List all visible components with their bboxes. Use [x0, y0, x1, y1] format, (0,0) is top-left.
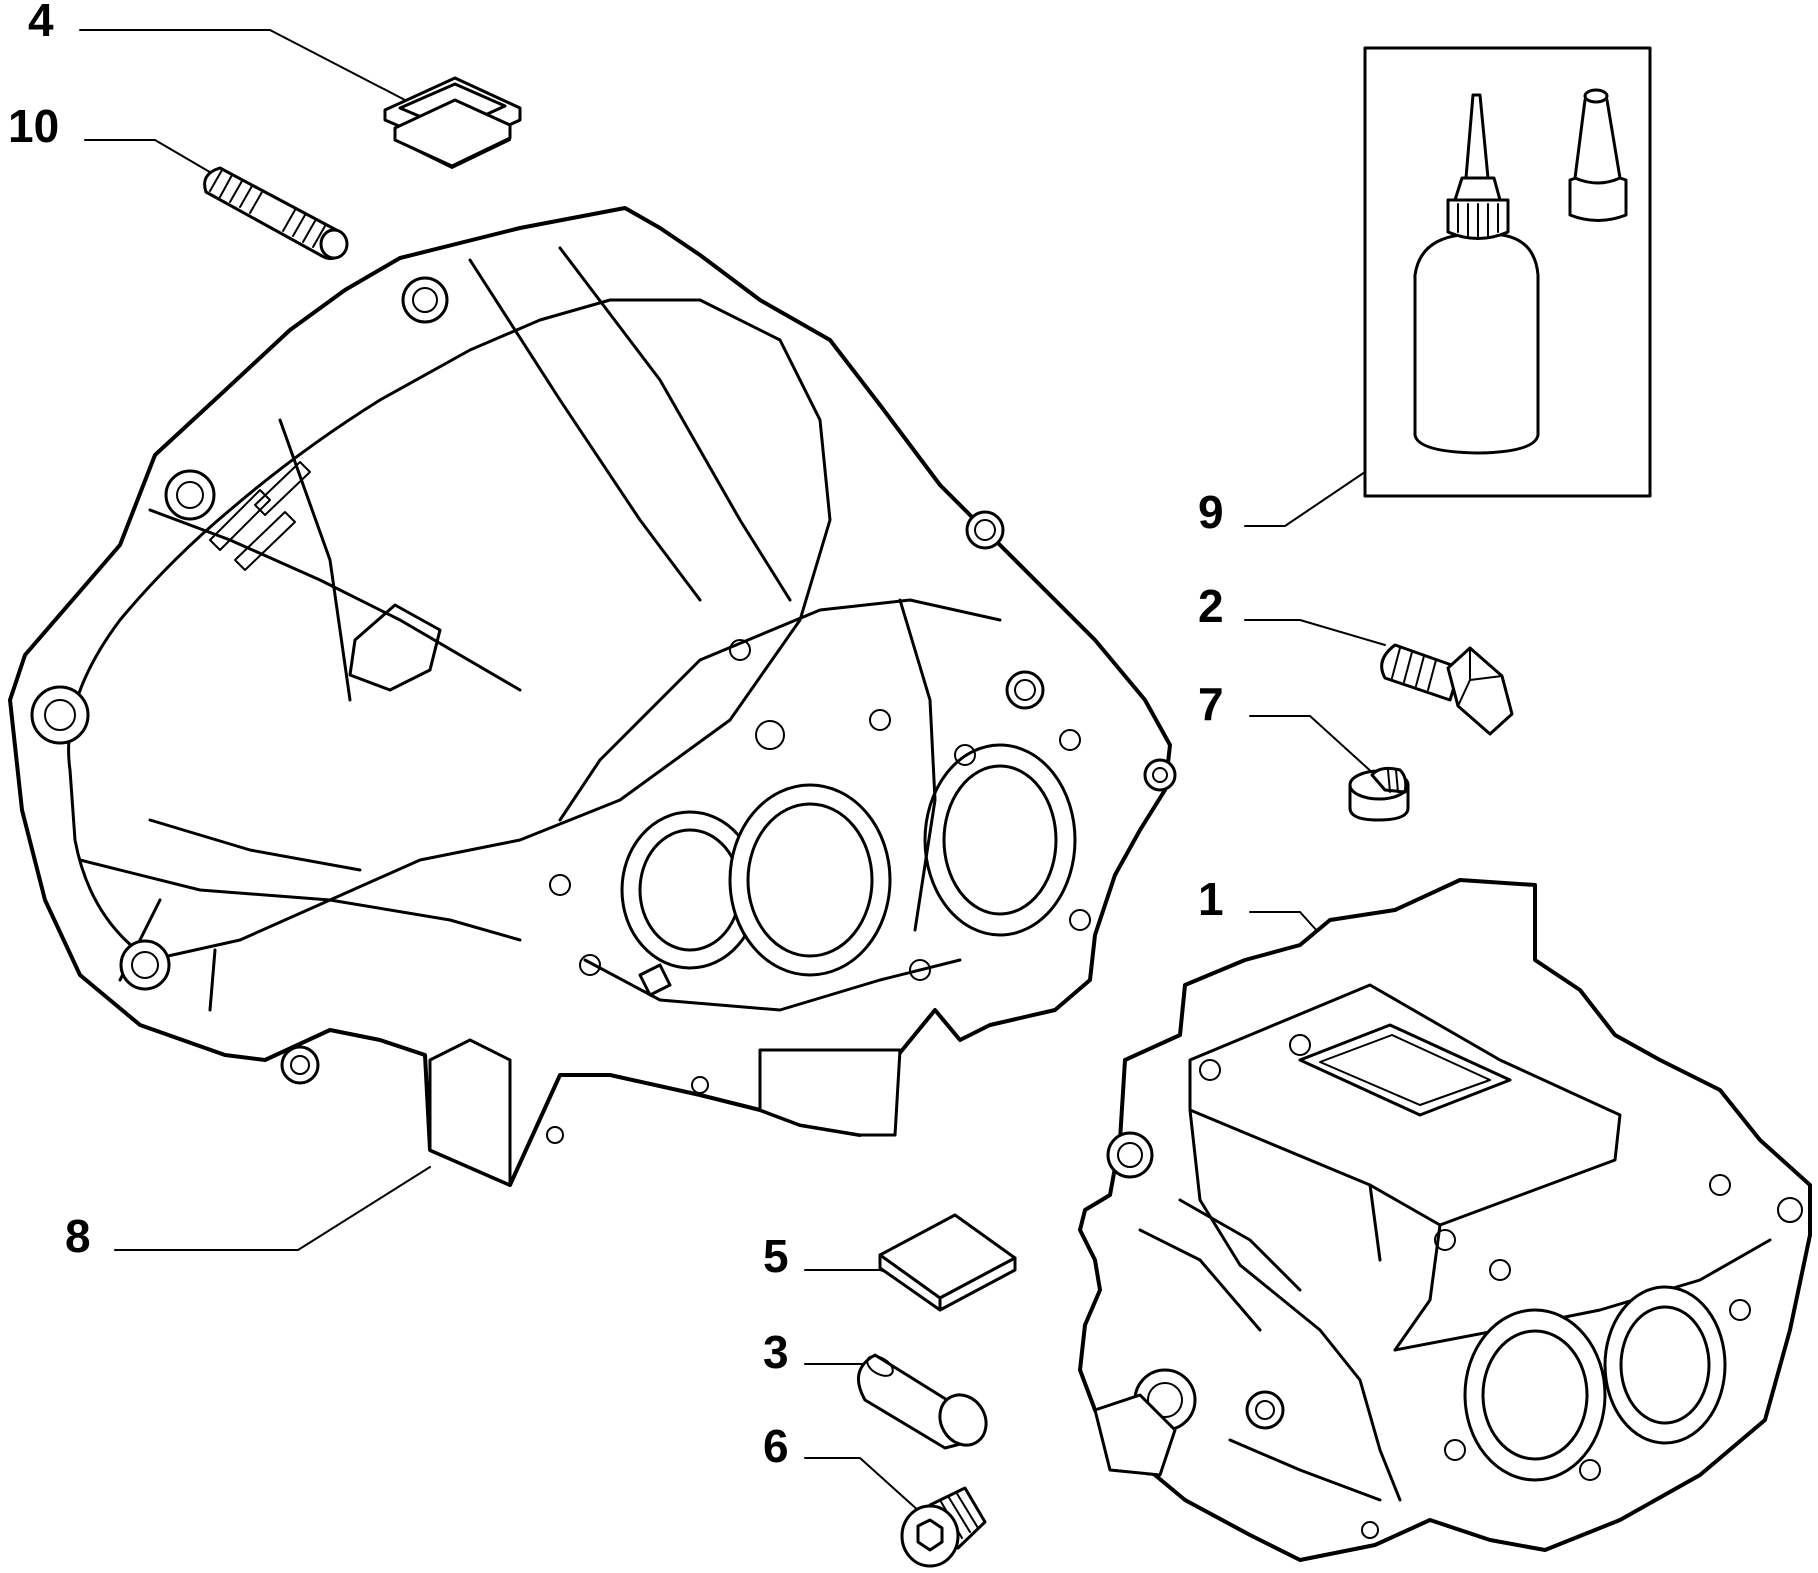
callout-1: 1 [1198, 873, 1319, 933]
leader-line [1249, 911, 1319, 933]
callout-3: 3 [763, 1326, 876, 1378]
callout-7: 7 [1198, 678, 1376, 776]
case-bearing-bores [1463, 1285, 1727, 1482]
leader-line [79, 29, 406, 101]
part-2-hex-bolt [1380, 643, 1514, 736]
callout-number: 10 [8, 100, 59, 152]
part-8-clutch-housing [8, 206, 1177, 1187]
part-9-sealant-kit [1363, 46, 1652, 498]
leader-line [804, 1457, 921, 1513]
callout-number: 9 [1198, 486, 1224, 538]
callout-8: 8 [65, 1166, 431, 1262]
callout-number: 3 [763, 1326, 789, 1378]
leader-line [1244, 619, 1386, 646]
part-1-transmission-case [1078, 878, 1812, 1562]
callout-6: 6 [763, 1420, 921, 1513]
housing-boss-holes [30, 276, 1177, 1085]
callout-number: 4 [28, 0, 54, 46]
callout-number: 7 [1198, 678, 1224, 730]
callout-4: 4 [28, 0, 406, 101]
part-4-rubber-plug [383, 76, 522, 169]
callout-9: 9 [1198, 471, 1366, 538]
callout-number: 8 [65, 1210, 91, 1262]
leader-line [1244, 471, 1366, 527]
housing-flange-holes [546, 639, 1091, 1144]
callout-number: 2 [1198, 580, 1224, 632]
callout-number: 6 [763, 1420, 789, 1472]
leader-line [114, 1166, 431, 1251]
leader-line [84, 139, 221, 179]
callout-number: 1 [1198, 873, 1224, 925]
housing-bearing-bores [620, 743, 1077, 977]
callout-10: 10 [8, 100, 221, 179]
part-3-dowel-pin [856, 1353, 988, 1450]
housing-vents [209, 461, 311, 571]
kit-frame [1363, 46, 1652, 498]
callout-2: 2 [1198, 580, 1386, 646]
leader-line [1249, 715, 1376, 776]
callout-number: 5 [763, 1230, 789, 1282]
part-10-stud [203, 166, 349, 261]
part-5-seal-pad [878, 1213, 1017, 1312]
part-7-short-plug [1348, 766, 1410, 822]
part-6-threaded-plug [900, 1486, 987, 1568]
